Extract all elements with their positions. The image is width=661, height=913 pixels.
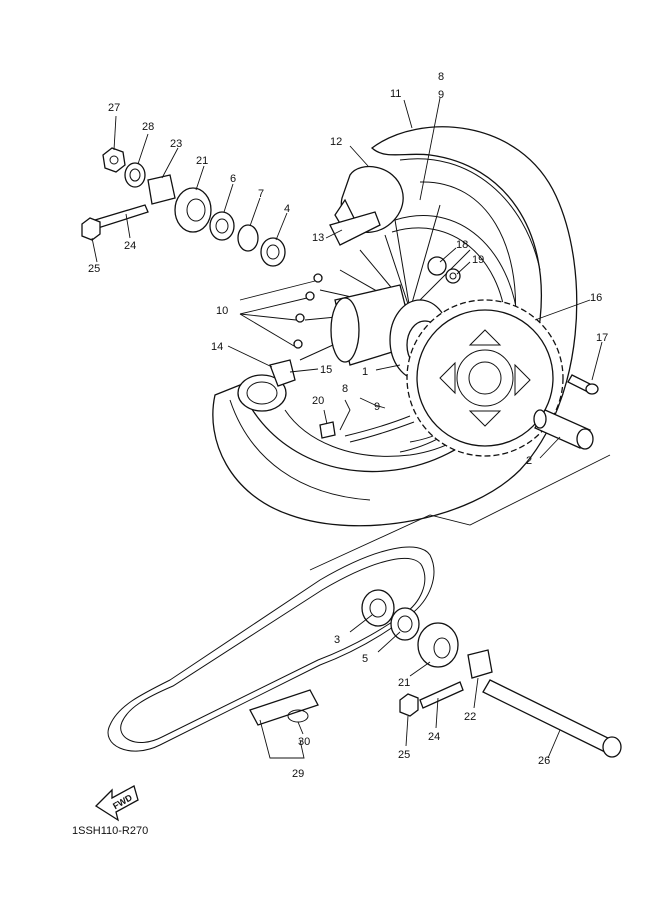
spoke-nipples	[293, 273, 323, 349]
tube-marks	[344, 415, 415, 443]
rim-lock-group	[237, 359, 336, 439]
callout-27: 27	[108, 102, 120, 114]
callout-13: 13	[312, 232, 324, 244]
left-axle-parts	[81, 147, 286, 267]
spoke-nut-group	[427, 256, 461, 284]
callout-24-top: 24	[124, 240, 136, 252]
callout-14: 14	[211, 341, 223, 353]
callout-19: 19	[472, 254, 484, 266]
callout-28: 28	[142, 121, 154, 133]
callout-25-bottom: 25	[398, 749, 410, 761]
callout-24-bottom: 24	[428, 731, 440, 743]
callout-21-bottom: 21	[398, 677, 410, 689]
callout-30: 30	[298, 736, 310, 748]
callout-22: 22	[464, 711, 476, 723]
leader-lines	[91, 97, 611, 759]
callout-2: 2	[526, 455, 532, 467]
right-axle-parts	[361, 589, 622, 758]
callout-6: 6	[230, 173, 236, 185]
callout-25-top: 25	[88, 263, 100, 275]
callout-9-top: 9	[438, 89, 444, 101]
callout-16: 16	[590, 292, 602, 304]
callout-29: 29	[292, 768, 304, 780]
callout-7: 7	[258, 188, 264, 200]
callout-20: 20	[312, 395, 324, 407]
drive-chain	[107, 546, 435, 752]
callout-12: 12	[330, 136, 342, 148]
callout-8-top: 8	[438, 71, 444, 83]
callout-4: 4	[284, 203, 290, 215]
callout-labels: 1 2 3 4 5 6 7 8 9 8 9 10 11 12 13 14 15 …	[88, 71, 608, 780]
callout-9-mid: 9	[374, 401, 380, 413]
callout-5: 5	[362, 653, 368, 665]
callout-11: 11	[390, 88, 401, 100]
rim-band	[329, 166, 404, 246]
callout-17: 17	[596, 332, 608, 344]
callout-3: 3	[334, 634, 340, 646]
fwd-arrow: FWD	[94, 785, 139, 822]
sprocket-bolt	[567, 374, 599, 395]
callout-8-mid: 8	[342, 383, 348, 395]
diagram-code: 1SSH110-R270	[72, 825, 148, 837]
callout-15: 15	[320, 364, 332, 376]
callout-23: 23	[170, 138, 182, 150]
callout-18: 18	[456, 239, 468, 251]
callout-10: 10	[216, 305, 228, 317]
callout-26: 26	[538, 755, 550, 767]
sprocket	[406, 299, 564, 457]
collar	[533, 409, 594, 450]
callout-21-top: 21	[196, 155, 208, 167]
callout-1: 1	[362, 366, 368, 378]
